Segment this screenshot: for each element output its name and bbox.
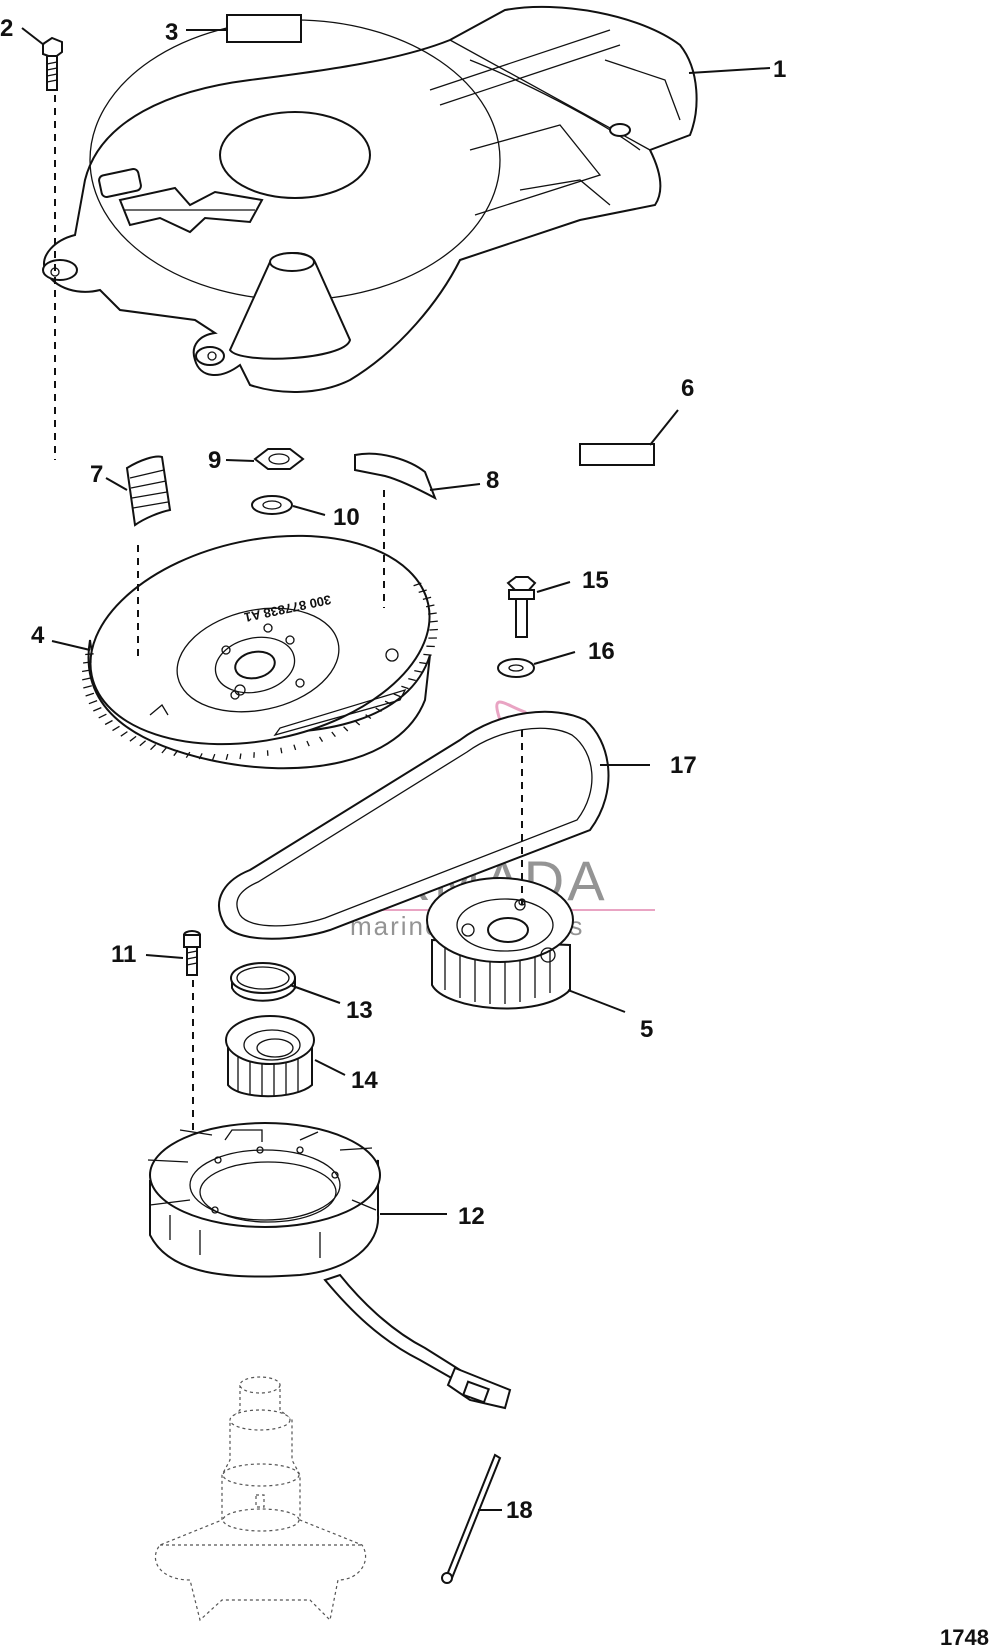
decal-2 [579, 443, 655, 466]
callout-6: 6 [681, 375, 694, 402]
screw-2 [183, 930, 201, 976]
washer [251, 495, 293, 515]
alternator-pulley [225, 1015, 315, 1098]
callout-1: 1 [773, 56, 786, 83]
callout-14: 14 [351, 1067, 378, 1094]
callout-12: 12 [458, 1203, 485, 1230]
callout-7: 7 [90, 461, 103, 488]
magnet-2 [354, 452, 437, 501]
callout-5: 5 [640, 1016, 653, 1043]
stator [147, 1122, 512, 1410]
callout-11: 11 [111, 941, 136, 968]
callout-13: 13 [346, 997, 373, 1024]
callout-2: 2 [0, 15, 13, 42]
callout-3: 3 [165, 19, 178, 46]
retainer-ring [230, 962, 296, 1002]
screw [42, 36, 63, 91]
callout-17: 17 [670, 752, 697, 779]
bolt [506, 576, 537, 638]
drive-belt [218, 710, 610, 940]
callout-4: 4 [31, 622, 45, 649]
callout-18: 18 [506, 1497, 533, 1524]
callout-9: 9 [208, 447, 221, 474]
magnet [125, 455, 172, 527]
nut [253, 448, 305, 470]
crankshaft-phantom [154, 1376, 367, 1622]
leader-lines [21, 27, 771, 1511]
washer-2 [497, 658, 535, 678]
flywheel-cover [42, 5, 698, 393]
callout-10: 10 [333, 504, 360, 531]
cable-tie [441, 1453, 502, 1584]
figure-number: 1748 [940, 1625, 989, 1650]
ring-gear-teeth [81, 582, 438, 761]
callout-numbers: 1 2 3 4 5 6 7 8 9 10 11 12 13 14 15 16 1… [0, 15, 786, 1524]
flywheel-pulley [426, 877, 574, 1010]
flywheel: 300 877838 A1 [81, 534, 438, 770]
callout-16: 16 [588, 638, 615, 665]
callout-15: 15 [582, 567, 609, 594]
callout-8: 8 [486, 467, 499, 494]
decal [226, 14, 302, 43]
